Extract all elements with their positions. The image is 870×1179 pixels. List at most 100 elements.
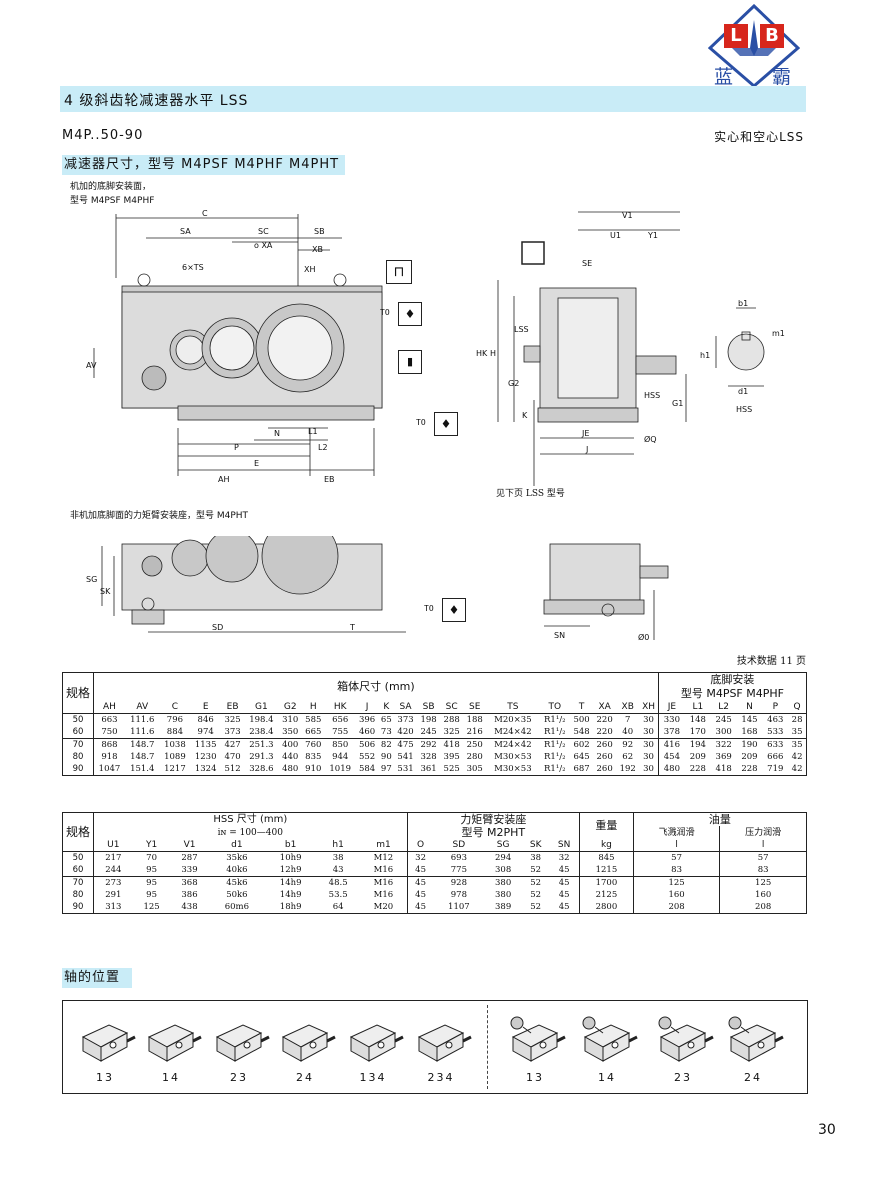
- table-cell: 208: [633, 901, 721, 914]
- table-cell: 420: [394, 726, 418, 739]
- dim-o: Ø0: [638, 632, 649, 642]
- table-cell: 50k6: [226, 890, 248, 900]
- table-cell: 584: [358, 764, 376, 774]
- table-cell: 454: [663, 752, 680, 762]
- table1-col-je: JE: [658, 701, 685, 714]
- table1-col-av: AV: [124, 701, 160, 714]
- table-cell: 188: [466, 715, 483, 725]
- table-cell: 40: [616, 726, 640, 739]
- logo-letter-l: L: [724, 24, 748, 48]
- table2-ratio-label: iɴ = 100—400: [93, 826, 408, 839]
- dim-se: SE: [582, 259, 592, 268]
- table-cell: 45k6: [226, 878, 248, 888]
- table-cell: 533: [762, 726, 789, 739]
- table-cell: 38: [530, 853, 542, 863]
- table2-col-4: b1: [265, 839, 317, 852]
- table-cell: 633: [767, 740, 784, 750]
- table-cell: 418: [715, 764, 732, 774]
- table-cell: M30×53: [494, 764, 532, 774]
- table-cell: 168: [736, 726, 763, 739]
- table-cell: 198.4: [249, 715, 274, 725]
- table-cell: 280: [466, 752, 483, 762]
- row-size: 90: [62, 763, 94, 776]
- dim-sc: SC: [258, 227, 269, 236]
- row-size: 70: [62, 738, 94, 751]
- table-cell: 220: [593, 726, 617, 739]
- table-cell: 666: [767, 752, 784, 762]
- table1-col-ts: TS: [486, 701, 540, 714]
- dim-j: J: [585, 445, 588, 454]
- table1-col-sb: SB: [417, 701, 441, 714]
- table1-col-xb: XB: [616, 701, 640, 714]
- table-cell: 125: [755, 878, 772, 888]
- table-cell: 52: [530, 890, 542, 900]
- table-cell: 395: [443, 752, 460, 762]
- table-cell: 217: [105, 853, 122, 863]
- table-cell: 1038: [164, 740, 186, 750]
- table-cell: 95: [146, 890, 157, 900]
- gearbox-shaft-icon: [215, 1024, 270, 1062]
- table-cell: 42: [791, 752, 803, 762]
- table-cell: 10h9: [279, 853, 302, 863]
- table-cell: 228: [689, 764, 706, 774]
- table-cell: 1135: [194, 740, 217, 750]
- bolt-icon: [521, 241, 545, 265]
- table1-col-xh: XH: [639, 701, 659, 714]
- table-cell: 30: [639, 738, 659, 751]
- table-cell: M24×42: [486, 726, 540, 739]
- table-cell: 396: [358, 715, 376, 725]
- table-cell: 361: [420, 764, 437, 774]
- table-cell: 300: [710, 726, 737, 739]
- table-cell: 45: [415, 878, 426, 888]
- dim-d1: d1: [738, 387, 748, 396]
- dim-sn: SN: [554, 631, 565, 640]
- dim-l1: L1: [308, 427, 318, 436]
- table-cell: 288: [443, 715, 460, 725]
- logo-name-1: 蓝: [714, 66, 734, 88]
- table-cell: 380: [495, 878, 512, 888]
- table-cell: 310: [282, 715, 299, 725]
- gearbox-shaft-icon: [417, 1024, 472, 1062]
- table-cell: 292: [420, 740, 437, 750]
- dim-m1: m1: [772, 329, 785, 338]
- table-cell: 90: [380, 752, 392, 762]
- table-cell: 339: [170, 864, 209, 877]
- table-cell: 294: [495, 853, 512, 863]
- row-size: 50: [62, 713, 94, 726]
- shaft-position-label: 13: [526, 1071, 544, 1084]
- shaft-position-label: 234: [427, 1071, 455, 1084]
- table-cell: 525: [443, 764, 460, 774]
- table2-col-8: SD: [433, 839, 485, 852]
- dim-h1: h1: [700, 351, 710, 360]
- brand-logo: L B 蓝 霸: [707, 3, 801, 88]
- oil-drain-icon: ♦: [434, 412, 458, 436]
- table1-foot-label-2: 型号 M4PSF M4PHF: [680, 687, 784, 700]
- table-cell: 73: [378, 726, 395, 739]
- torque-arm-side-view: SN Ø0: [543, 543, 669, 642]
- table-cell: 760: [305, 740, 322, 750]
- shaft-position-label: 14: [162, 1071, 180, 1084]
- table-cell: 42: [791, 764, 803, 774]
- hss-dimension-table: 规格 HSS 尺寸 (mm) 力矩臂安装座 型号 M2PHT 重量 油量 iɴ …: [62, 812, 807, 914]
- table-cell: 95: [146, 878, 157, 888]
- table-cell: 45: [549, 876, 581, 889]
- table2-col-12: kg: [579, 839, 634, 852]
- dim-je: JE: [581, 429, 589, 438]
- dim-xh: XH: [304, 265, 316, 274]
- table-cell: 1230: [194, 752, 217, 762]
- table-cell: 1700: [579, 876, 634, 889]
- table-cell: 665: [301, 726, 325, 739]
- table-cell: 45: [415, 902, 426, 912]
- table-cell: 14h9: [279, 890, 302, 900]
- table-cell: 192: [619, 764, 636, 774]
- table-cell: 30: [639, 763, 659, 776]
- shaft-position-item: 134: [341, 1009, 405, 1089]
- table2-hss-label: HSS 尺寸 (mm): [93, 812, 408, 827]
- gearbox-shaft-icon: [349, 1024, 404, 1062]
- gearbox-shaft-icon: [728, 1016, 784, 1062]
- table-cell: 43: [316, 864, 361, 877]
- page-title: 4 级斜齿轮减速器水平 LSS: [64, 93, 249, 109]
